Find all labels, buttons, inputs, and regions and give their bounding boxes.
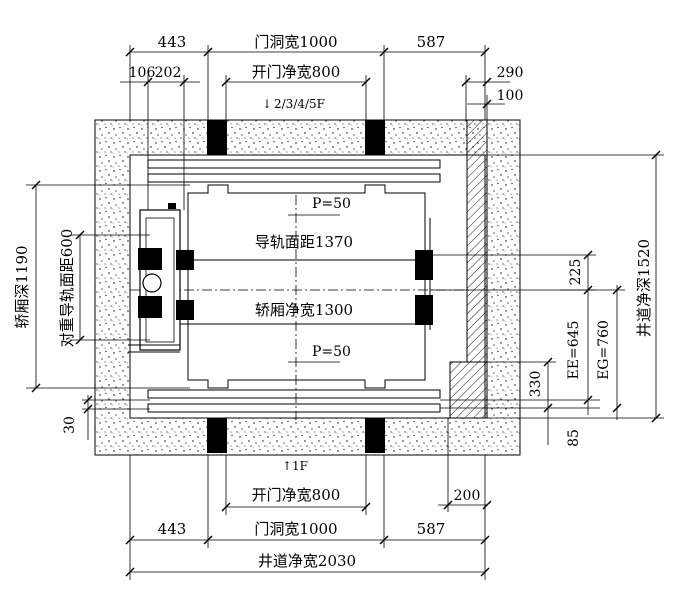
arrow-down-glyph: ↓ [262, 97, 272, 111]
dim-cw-202: 202 [155, 65, 182, 81]
left-dimension-ticks [31, 180, 93, 414]
rail-distance: 导轨面距1370 [255, 233, 353, 251]
hatched-wall [449, 119, 488, 419]
sill-30: 30 [62, 416, 78, 434]
dim-top-clear-door: 开门净宽800 [252, 63, 341, 81]
arrow-up-glyph: ↑ [282, 459, 292, 473]
dim-330: 330 [528, 371, 544, 398]
dim-bottom-right: 587 [417, 520, 446, 538]
dim-85: 85 [566, 429, 582, 447]
cw-rail-distance: 对重导轨面距600 [58, 229, 76, 348]
dim-top-door-width: 门洞宽1000 [254, 33, 337, 51]
dim-top-left: 443 [158, 33, 187, 51]
dim-bottom-door-width: 门洞宽1000 [254, 520, 337, 538]
shaft-depth: 井道净深1520 [635, 239, 653, 337]
car-clear-width: 轿厢净宽1300 [255, 301, 353, 319]
rail-lines [130, 195, 470, 420]
door-jambs [207, 120, 385, 453]
dim-bottom-left: 443 [158, 520, 187, 538]
shaft-width: 井道净宽2030 [258, 552, 356, 570]
dim-wall-290: 290 [497, 65, 524, 81]
dim-225: 225 [568, 259, 584, 286]
car-guide-shoes [415, 218, 433, 330]
dim-eg: EG=760 [596, 320, 612, 380]
right-dimension-lines [430, 154, 664, 445]
p-markers [288, 214, 340, 363]
car-outline [187, 184, 426, 389]
dim-ee: EE=645 [566, 321, 582, 380]
dim-bottom-clear-door: 开门净宽800 [252, 486, 341, 504]
left-dimension-lines [26, 184, 190, 440]
right-dimension-ticks [543, 150, 661, 423]
floor-label-ground: 1F [292, 459, 308, 473]
bottom-dimension-ticks [125, 500, 492, 577]
car-depth: 轿厢深1190 [13, 245, 31, 328]
dim-wall-100: 100 [497, 88, 524, 104]
floor-label-upper: 2/3/4/5F [274, 97, 325, 111]
p-top: P=50 [312, 196, 351, 212]
counterweight-assembly [128, 203, 194, 353]
dim-top-right: 587 [417, 33, 446, 51]
p-bottom: P=50 [312, 344, 351, 360]
top-dimension-ticks [125, 47, 492, 109]
bottom-dimension-lines [129, 418, 487, 580]
dim-200: 200 [454, 488, 481, 504]
dim-cw-106: 106 [129, 65, 156, 81]
